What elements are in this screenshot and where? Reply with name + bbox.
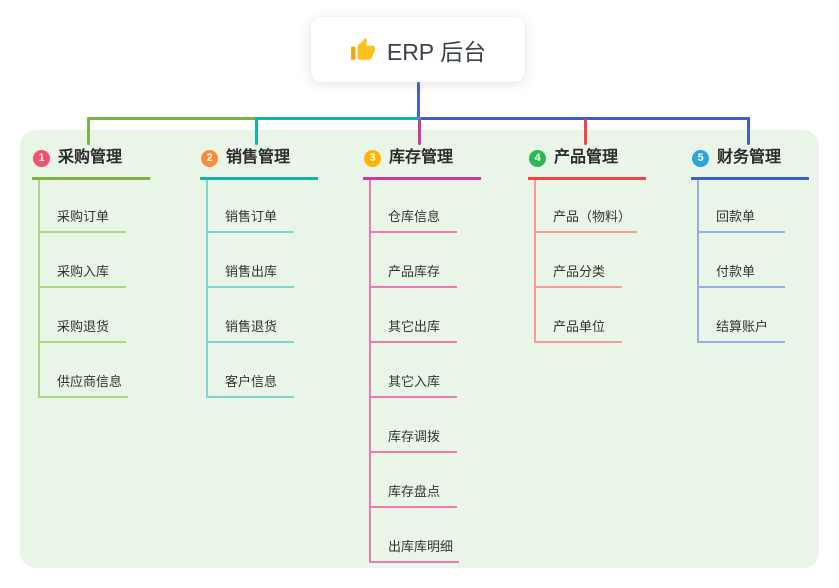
child-node[interactable]: 库存调拨 — [371, 398, 459, 453]
connector-branch1-horizontal — [87, 117, 258, 120]
branch-children: 仓库信息 产品库存 其它出库 其它入库 库存调拨 库存盘点 出库库明细 — [369, 180, 460, 563]
child-node[interactable]: 付款单 — [699, 233, 785, 288]
child-node[interactable]: 其它出库 — [371, 288, 459, 343]
branch-inventory: 3 库存管理 仓库信息 产品库存 其它出库 其它入库 库存调拨 库存盘点 出库库… — [363, 146, 481, 563]
branch-children: 采购订单 采购入库 采购退货 供应商信息 — [38, 180, 129, 398]
child-node[interactable]: 采购订单 — [40, 180, 128, 233]
root-title: ERP 后台 — [386, 38, 487, 65]
connector-branch1-drop — [87, 117, 90, 145]
branch-header-inventory[interactable]: 3 库存管理 — [363, 146, 481, 180]
branch-header-purchase[interactable]: 1 采购管理 — [32, 146, 150, 180]
child-node[interactable]: 仓库信息 — [371, 180, 459, 233]
child-node[interactable]: 产品（物料） — [536, 180, 638, 233]
branch-header-finance[interactable]: 5 财务管理 — [691, 146, 809, 180]
branch-number-badge: 2 — [201, 149, 218, 167]
branch-children: 销售订单 销售出库 销售退货 客户信息 — [206, 180, 294, 398]
child-node[interactable]: 库存盘点 — [371, 453, 459, 508]
branch-label: 财务管理 — [717, 149, 782, 166]
branch-number-badge: 3 — [364, 149, 381, 167]
child-node[interactable]: 回款单 — [699, 180, 785, 233]
child-node[interactable]: 供应商信息 — [40, 343, 129, 398]
child-node[interactable]: 产品单位 — [536, 288, 637, 343]
connector-branch2-horizontal — [255, 117, 420, 120]
branch-label: 销售管理 — [226, 149, 291, 166]
child-node[interactable]: 产品库存 — [371, 233, 459, 288]
child-node[interactable]: 销售订单 — [208, 180, 294, 233]
thumbs-up-icon — [350, 37, 375, 60]
child-node[interactable]: 其它入库 — [371, 343, 459, 398]
branch-label: 库存管理 — [389, 149, 454, 166]
branch-purchase: 1 采购管理 采购订单 采购入库 采购退货 供应商信息 — [32, 146, 150, 398]
child-node[interactable]: 销售退货 — [208, 288, 294, 343]
child-node[interactable]: 采购退货 — [40, 288, 128, 343]
branch-number-badge: 4 — [529, 149, 546, 167]
connector-branch4-drop — [584, 119, 587, 145]
branch-children: 产品（物料） 产品分类 产品单位 — [534, 180, 638, 343]
branch-header-sales[interactable]: 2 销售管理 — [200, 146, 318, 180]
branch-product: 4 产品管理 产品（物料） 产品分类 产品单位 — [528, 146, 646, 343]
child-node[interactable]: 产品分类 — [536, 233, 637, 288]
root-node[interactable]: ERP 后台 — [311, 17, 525, 82]
connector-branch3-drop — [418, 119, 421, 145]
branch-number-badge: 1 — [33, 149, 50, 167]
branch-label: 产品管理 — [554, 149, 619, 166]
child-node[interactable]: 出库库明细 — [371, 508, 460, 563]
branches-panel — [20, 130, 819, 568]
branch-number-badge: 5 — [692, 149, 709, 167]
connector-trunk — [417, 82, 420, 119]
branch-label: 采购管理 — [58, 149, 123, 166]
child-node[interactable]: 销售出库 — [208, 233, 294, 288]
child-node[interactable]: 客户信息 — [208, 343, 294, 398]
branch-children: 回款单 付款单 结算账户 — [697, 180, 785, 343]
connector-branch2-drop — [255, 117, 258, 145]
child-node[interactable]: 采购入库 — [40, 233, 128, 288]
connector-branch5-horizontal — [420, 117, 750, 120]
branch-finance: 5 财务管理 回款单 付款单 结算账户 — [691, 146, 809, 343]
child-node[interactable]: 结算账户 — [699, 288, 785, 343]
connector-branch5-drop — [747, 117, 750, 145]
branch-header-product[interactable]: 4 产品管理 — [528, 146, 646, 180]
branch-sales: 2 销售管理 销售订单 销售出库 销售退货 客户信息 — [200, 146, 318, 398]
